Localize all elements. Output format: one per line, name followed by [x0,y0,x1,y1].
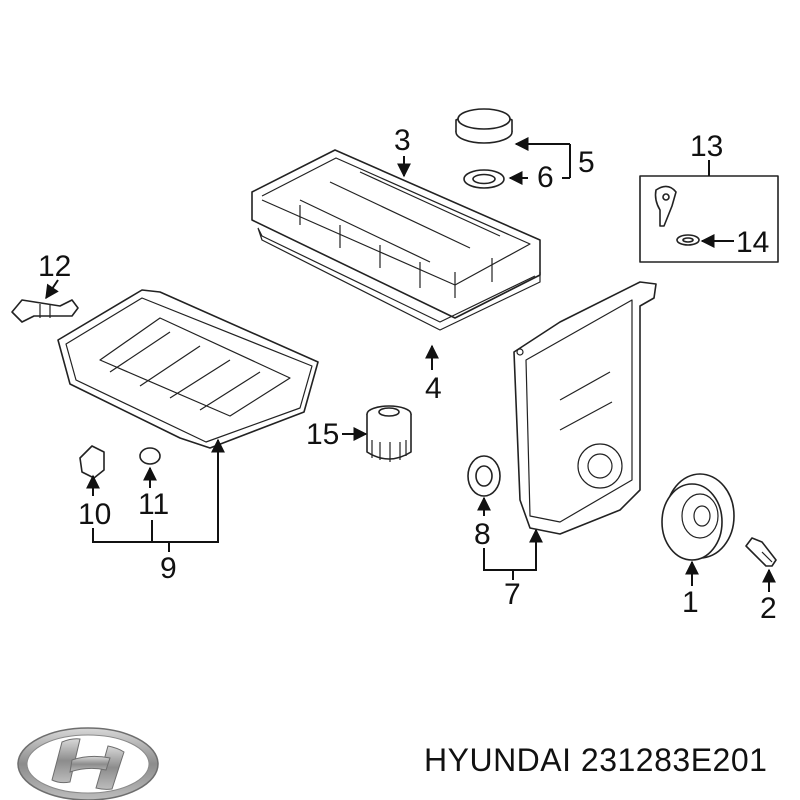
oil-pan [57,289,319,449]
crankshaft-pulley [661,473,735,561]
callout-15: 15 [306,418,339,451]
callout-11: 11 [138,488,169,521]
oil-filler-cap [455,108,513,189]
callout-10: 10 [78,498,111,531]
callout-5: 5 [578,146,595,179]
callout-6: 6 [537,161,554,194]
callout-7: 7 [504,578,521,611]
drain-plug [79,445,161,479]
callout-1: 1 [682,586,699,619]
valve-cover [251,149,541,331]
timing-cover [513,281,657,535]
callout-9: 9 [160,552,177,585]
callout-lines [45,137,776,592]
sensor-part [11,299,79,323]
oil-filter [366,405,412,462]
callout-12: 12 [38,250,71,283]
callout-4: 4 [425,372,442,405]
callout-8: 8 [474,518,491,551]
part-number-caption: HYUNDAI 231283E201 [424,742,768,778]
dipstick-box [639,175,779,263]
callout-13: 13 [690,130,723,163]
callout-2: 2 [760,592,777,625]
hyundai-logo [17,727,159,800]
callout-14: 14 [736,226,769,259]
callout-3: 3 [394,124,411,157]
front-seal [467,455,501,497]
pulley-bolt [745,537,777,567]
callout-numbers: 3 4 5 6 13 14 12 15 10 11 9 8 7 1 2 [38,124,777,625]
